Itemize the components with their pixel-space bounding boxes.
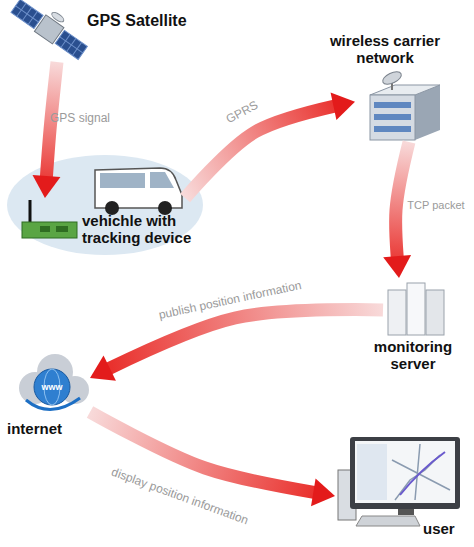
building-front (370, 95, 415, 140)
diagram-node: monitoring server (383, 278, 447, 336)
edge-label: GPRS (224, 98, 261, 126)
node-label: GPS Satellite (87, 12, 227, 29)
node-label: user (423, 520, 473, 537)
satellite-icon (10, 0, 93, 61)
arrow-head (311, 479, 335, 507)
diagram-node: wireless carrier network (355, 80, 445, 142)
flow-arrow (185, 93, 355, 198)
node-label: monitoring server (363, 338, 463, 372)
diagram-node: vehichle with tracking device (20, 198, 212, 256)
diagram-node: user (335, 434, 463, 520)
monitor-frame (350, 437, 460, 509)
monitor-stand (398, 509, 414, 515)
arrow-head (383, 255, 411, 278)
monitor-screen (355, 441, 455, 503)
panel-grid (55, 30, 87, 59)
edge-label: GPS signal (50, 111, 110, 125)
van-body (95, 168, 182, 208)
satellite-dish (50, 11, 65, 24)
server-tower (388, 290, 406, 335)
tracking-device (22, 222, 77, 238)
server-tower (407, 283, 425, 335)
device-chip (56, 226, 68, 232)
keyboard (356, 516, 420, 526)
screen-panel (357, 444, 387, 500)
screen-route (400, 452, 445, 495)
flow-arrow (90, 310, 383, 381)
icon-label: www (41, 382, 62, 392)
edge-label: TCP packet (407, 199, 464, 211)
arrow-head (90, 356, 116, 381)
building-roof (370, 85, 440, 95)
carrier-dish (381, 69, 403, 87)
globe (34, 369, 70, 405)
arrow-shaft (90, 310, 383, 378)
diagram-node: internet (15, 350, 90, 412)
flow-arrow (90, 412, 335, 506)
node-label: vehichle with tracking device (82, 212, 214, 246)
diagram-node: GPS Satellite (15, 2, 85, 62)
arrow-head (33, 175, 61, 198)
arrow-shaft (185, 102, 355, 198)
flow-arrow (383, 142, 411, 278)
van-window (150, 172, 174, 188)
building-window (374, 114, 411, 120)
device-antenna (29, 200, 32, 224)
device-chip (40, 226, 50, 232)
van-window (100, 173, 145, 188)
screen-map (392, 444, 450, 500)
panel-grid (11, 0, 43, 29)
solar-panel (55, 30, 87, 59)
node-label: internet (7, 420, 97, 437)
solar-panel (11, 0, 43, 29)
building-window (374, 126, 411, 132)
flow-arrow (33, 62, 61, 198)
server-tower (426, 290, 444, 335)
node-label: wireless carrier network (310, 32, 460, 66)
building-window (374, 102, 411, 108)
arrow-head (331, 93, 355, 120)
globe-swoosh (26, 398, 80, 410)
